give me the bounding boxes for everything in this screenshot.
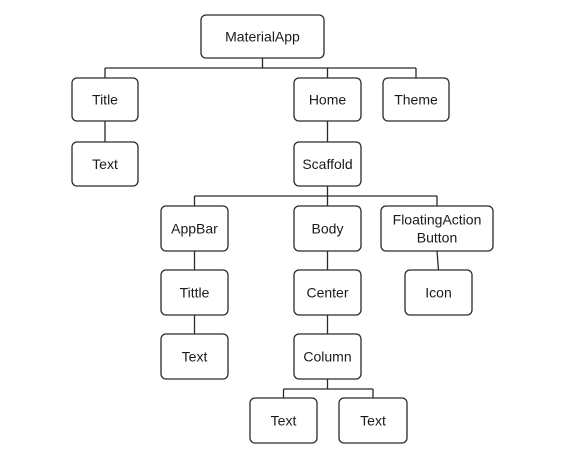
node-box-theme bbox=[382, 77, 450, 122]
node-box-body bbox=[293, 205, 362, 252]
node-label-scaffold: Scaffold bbox=[302, 156, 352, 172]
node-label-title: Title bbox=[92, 92, 118, 108]
node-column: Column bbox=[293, 333, 362, 380]
node-box-text-column-2 bbox=[338, 397, 408, 444]
node-label-appbar: AppBar bbox=[171, 221, 218, 237]
node-label-icon: Icon bbox=[425, 285, 451, 301]
node-center: Center bbox=[293, 269, 362, 316]
node-box-text-title bbox=[71, 141, 139, 187]
node-label-text-title: Text bbox=[92, 156, 118, 172]
edges-layer bbox=[104, 58, 440, 398]
node-label-text-appbar: Text bbox=[182, 349, 208, 365]
node-text-title: Text bbox=[71, 141, 139, 187]
node-label-body: Body bbox=[312, 221, 344, 237]
node-box-title bbox=[71, 77, 139, 122]
node-home: Home bbox=[293, 77, 362, 122]
node-label-column: Column bbox=[303, 349, 351, 365]
edge-fab-icon bbox=[436, 250, 440, 271]
node-box-home bbox=[293, 77, 362, 122]
node-text-appbar: Text bbox=[160, 333, 229, 380]
node-label-materialapp: MaterialApp bbox=[225, 29, 300, 45]
node-appbar: AppBar bbox=[160, 205, 229, 252]
node-scaffold: Scaffold bbox=[293, 141, 362, 187]
node-box-center bbox=[293, 269, 362, 316]
node-label-center: Center bbox=[306, 285, 348, 301]
node-box-appbar bbox=[160, 205, 229, 252]
node-label-fab-2: Button bbox=[417, 230, 457, 246]
node-label-fab-1: FloatingAction bbox=[393, 212, 482, 228]
node-text-column-1: Text bbox=[249, 397, 318, 444]
node-theme: Theme bbox=[382, 77, 450, 122]
node-box-text-column-1 bbox=[249, 397, 318, 444]
node-label-text-column-1: Text bbox=[271, 413, 297, 429]
node-label-tittle: Tittle bbox=[180, 285, 210, 301]
node-label-theme: Theme bbox=[394, 92, 438, 108]
node-box-tittle bbox=[160, 269, 229, 316]
node-box-scaffold bbox=[293, 141, 362, 187]
node-title: Title bbox=[71, 77, 139, 122]
node-label-text-column-2: Text bbox=[360, 413, 386, 429]
node-materialapp: MaterialApp bbox=[200, 14, 325, 59]
node-tittle: Tittle bbox=[160, 269, 229, 316]
node-box-fab bbox=[380, 205, 494, 252]
node-box-text-appbar bbox=[160, 333, 229, 380]
node-label-home: Home bbox=[309, 92, 347, 108]
node-box-icon bbox=[404, 269, 473, 316]
node-body: Body bbox=[293, 205, 362, 252]
node-text-column-2: Text bbox=[338, 397, 408, 444]
node-box-materialapp bbox=[200, 14, 325, 59]
node-icon: Icon bbox=[404, 269, 473, 316]
node-box-column bbox=[293, 333, 362, 380]
